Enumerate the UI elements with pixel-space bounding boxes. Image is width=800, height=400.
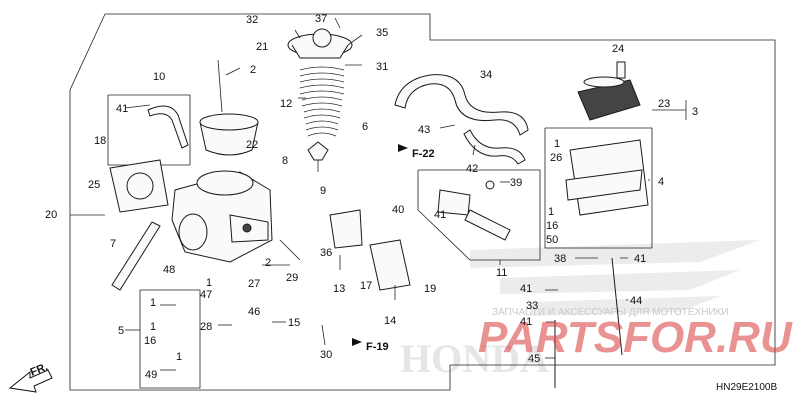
callout-16a: 16 xyxy=(144,335,156,347)
callout-41: 41 xyxy=(116,103,128,115)
callout-41d: 41 xyxy=(520,283,532,295)
callout-12: 12 xyxy=(280,98,292,110)
callout-22: 22 xyxy=(246,139,258,151)
callout-4: 4 xyxy=(658,176,664,188)
callout-8: 8 xyxy=(282,155,288,167)
callout-7: 7 xyxy=(110,238,116,250)
honda-watermark: HONDA xyxy=(400,240,760,381)
callout-34: 34 xyxy=(480,69,492,81)
callout-39: 39 xyxy=(510,177,522,189)
throttle-screw xyxy=(111,221,161,291)
jet-needle xyxy=(307,141,329,172)
vacuum-piston xyxy=(199,113,259,156)
watermark-logo: PARTSFOR.RU xyxy=(478,313,793,362)
callout-16b: 16 xyxy=(546,220,558,232)
callout-31: 31 xyxy=(376,61,388,73)
float-chamber xyxy=(565,139,649,216)
callout-25: 25 xyxy=(88,179,100,191)
callout-41c: 41 xyxy=(634,253,646,265)
accelerator-pump xyxy=(437,180,511,241)
callout-3: 3 xyxy=(692,106,698,118)
callout-1d: 1 xyxy=(554,138,560,150)
callout-46: 46 xyxy=(248,306,260,318)
callout-30: 30 xyxy=(320,349,332,361)
callout-28: 28 xyxy=(200,321,212,333)
callout-44: 44 xyxy=(630,295,642,307)
honda-wordmark: HONDA xyxy=(400,336,549,381)
top-cover xyxy=(287,28,353,59)
callout-19: 19 xyxy=(424,283,436,295)
callout-1b: 1 xyxy=(150,321,156,333)
callout-5: 5 xyxy=(118,325,124,337)
callout-1e: 1 xyxy=(548,206,554,218)
callout-1f: 1 xyxy=(176,351,182,363)
callout-35: 35 xyxy=(376,27,388,39)
callout-41e: 41 xyxy=(520,316,532,328)
callout-50: 50 xyxy=(546,234,558,246)
watermark-caption: ЗАПЧАСТИ И АКСЕССУАРЫ ДЛЯ МОТОТЕХНИКИ xyxy=(492,307,729,318)
callout-47: 47 xyxy=(200,289,212,301)
callout-15: 15 xyxy=(288,317,300,329)
callout-labels: 10 41 18 25 20 7 48 1 5 1 16 49 2 22 32 … xyxy=(45,13,698,381)
assembly-outline xyxy=(69,13,776,391)
callout-48: 48 xyxy=(163,264,175,276)
callout-26: 26 xyxy=(550,152,562,164)
callout-2b: 2 xyxy=(265,257,271,269)
leader-lines xyxy=(70,17,687,371)
cutaway-kit-outline xyxy=(417,169,541,261)
callout-43: 43 xyxy=(418,124,430,136)
overflow-tube xyxy=(611,257,623,356)
spring xyxy=(299,66,345,137)
callout-36: 36 xyxy=(320,247,332,259)
callout-1c: 1 xyxy=(206,277,212,289)
callout-40: 40 xyxy=(392,204,404,216)
front-arrow: FR. xyxy=(8,361,53,393)
callout-45: 45 xyxy=(528,353,540,365)
callout-17: 17 xyxy=(360,280,372,292)
callout-1a: 1 xyxy=(150,297,156,309)
callout-41b: 41 xyxy=(434,209,446,221)
callout-9: 9 xyxy=(320,185,326,197)
drain-valve xyxy=(616,61,626,79)
float-chamber-outline xyxy=(544,127,653,249)
callout-49: 49 xyxy=(145,369,157,381)
ref-f19: F-19 xyxy=(352,338,389,353)
svg-text:F-19: F-19 xyxy=(366,341,389,353)
pump-cover xyxy=(329,209,411,291)
callout-14: 14 xyxy=(384,315,396,327)
callout-23: 23 xyxy=(658,98,670,110)
callout-21: 21 xyxy=(256,41,268,53)
ref-f22: F-22 xyxy=(398,144,435,160)
callout-42: 42 xyxy=(466,163,478,175)
callout-13: 13 xyxy=(333,283,345,295)
callout-37: 37 xyxy=(315,13,327,25)
callout-27: 27 xyxy=(248,278,260,290)
svg-text:F-22: F-22 xyxy=(412,148,435,160)
hose-assembly xyxy=(147,105,189,149)
callout-20: 20 xyxy=(45,209,57,221)
callout-24: 24 xyxy=(612,43,624,55)
callout-38: 38 xyxy=(554,253,566,265)
jet-kit-outline xyxy=(139,289,201,389)
needle-2-upper xyxy=(217,59,223,113)
vent-hose-branch xyxy=(463,129,526,165)
callout-10: 10 xyxy=(153,71,165,83)
carburetor-body xyxy=(171,170,273,263)
callout-32: 32 xyxy=(246,14,258,26)
callout-2a: 2 xyxy=(250,64,256,76)
air-cut-valve xyxy=(109,159,169,213)
float-chamber-cap xyxy=(577,76,641,121)
callout-18: 18 xyxy=(94,135,106,147)
callout-6: 6 xyxy=(362,121,368,133)
callout-33: 33 xyxy=(526,300,538,312)
hose-kit-outline xyxy=(107,94,191,166)
vent-hose xyxy=(394,74,529,136)
drawing-code: HN29E2100B xyxy=(716,382,777,393)
callout-29: 29 xyxy=(286,272,298,284)
callout-11: 11 xyxy=(496,267,507,279)
